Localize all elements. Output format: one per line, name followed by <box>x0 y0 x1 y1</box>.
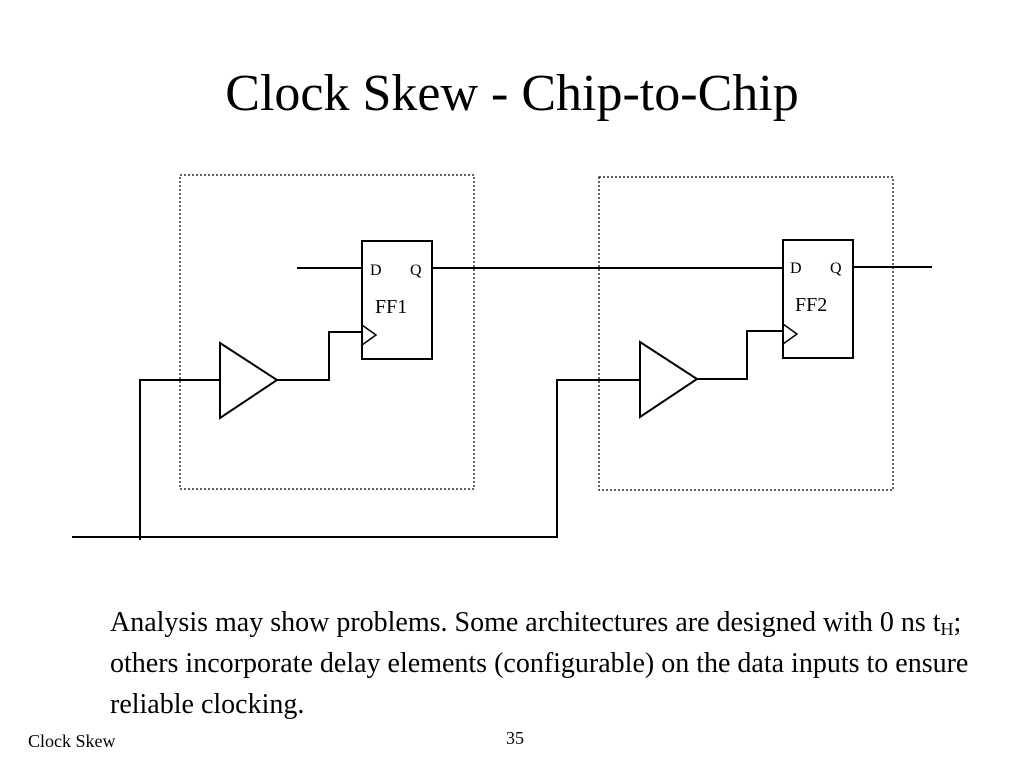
buffer1-to-ff1-clk-wire <box>277 331 362 381</box>
ff2-q-label: Q <box>830 260 842 277</box>
chip2-boundary <box>598 176 894 491</box>
ff2-clock-marker <box>782 323 799 345</box>
ff1-d-label: D <box>370 262 382 279</box>
clock-buffer-1 <box>219 341 279 420</box>
ff1-name: FF1 <box>375 296 407 318</box>
footer-title: Clock Skew <box>28 731 116 751</box>
clock-branch-1-wire <box>139 379 220 540</box>
caption-subscript: H <box>940 619 954 639</box>
ff2-d-label: D <box>790 260 802 277</box>
clock-main-wire <box>72 379 640 538</box>
slide-title: Clock Skew - Chip-to-Chip <box>225 65 799 122</box>
ff2-box <box>782 239 854 359</box>
clock-buffer-2 <box>639 340 699 419</box>
ff1-box <box>361 240 433 360</box>
ff1-clock-marker <box>361 324 378 346</box>
caption-text: Analysis may show problems. Some archite… <box>110 602 990 725</box>
page-number: 35 <box>506 728 524 748</box>
caption-part1: Analysis may show problems. Some archite… <box>110 607 941 638</box>
caption-part2: ; others incorporate delay elements (con… <box>110 607 969 720</box>
buffer2-to-ff2-clk-wire <box>697 330 783 380</box>
ff1-q-label: Q <box>410 262 422 279</box>
ff2-name: FF2 <box>795 294 827 316</box>
